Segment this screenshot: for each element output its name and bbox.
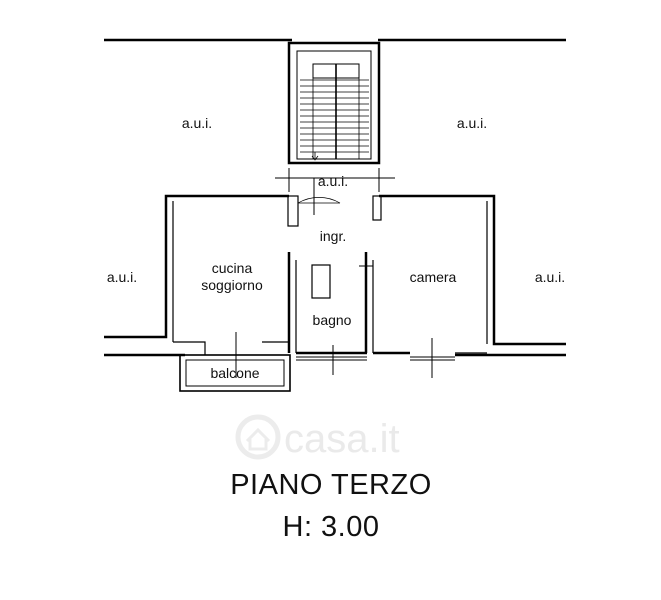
watermark: casa.it [235, 414, 400, 461]
room-label-bathroom: bagno [313, 312, 352, 328]
room-label-aui-right: a.u.i. [535, 269, 565, 285]
room-label-balcony: balcone [210, 365, 259, 381]
house-logo-icon [235, 414, 281, 460]
room-label-entrance: ingr. [320, 228, 346, 244]
room-label-aui-top-right: a.u.i. [457, 115, 487, 131]
floor-title: PIANO TERZO [230, 469, 432, 501]
watermark-text: casa.it [284, 417, 400, 461]
walls [104, 38, 566, 392]
room-label-living: soggiorno [201, 277, 263, 293]
room-label-aui-landing: a.u.i. [318, 173, 348, 189]
room-label-bedroom: camera [410, 269, 457, 285]
room-label-aui-top-left: a.u.i. [182, 115, 212, 131]
ceiling-height: H: 3.00 [283, 511, 380, 543]
room-label-kitchen: cucina [212, 260, 253, 276]
room-label-aui-left: a.u.i. [107, 269, 137, 285]
